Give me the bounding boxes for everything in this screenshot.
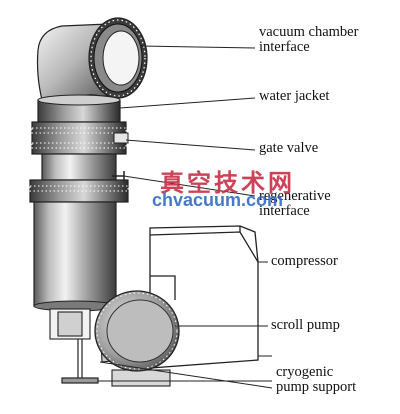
vacuum-chamber-elbow [36, 17, 148, 101]
label-gate-valve: gate valve [259, 140, 319, 156]
watermark-url: chvacuum.com [152, 190, 284, 210]
label-vacuum-chamber-interface: vacuum chamber interface [259, 24, 359, 55]
leader-lines [98, 45, 273, 389]
cryopump-body [33, 201, 117, 312]
water-jacket [37, 94, 121, 123]
scroll-pump [94, 290, 180, 387]
label-regenerative-interface: regenerative interface [259, 188, 331, 219]
gate-valve [31, 121, 129, 155]
watermark-chinese: 真空技术网 [160, 168, 295, 197]
label-water-jacket: water jacket [259, 88, 330, 104]
cryogenic-pump-support-leg [61, 339, 99, 384]
valve-neck [41, 153, 117, 181]
label-cryogenic-pump-support: cryogenic pump support [276, 364, 357, 395]
label-scroll-pump: scroll pump [271, 317, 340, 333]
label-compressor: compressor [271, 253, 338, 269]
